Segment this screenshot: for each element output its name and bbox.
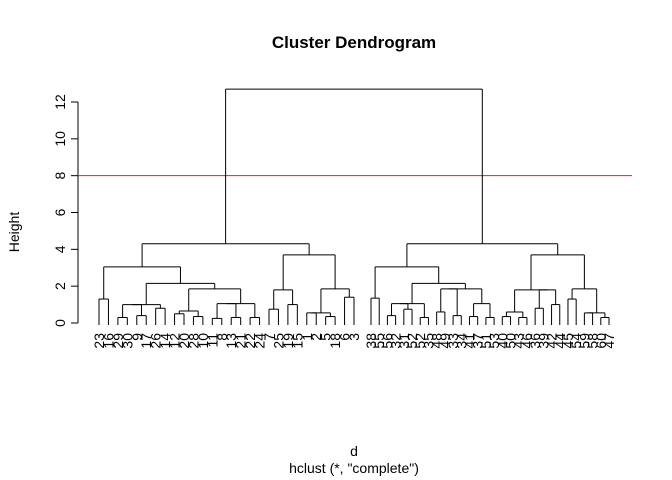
leaf-label: 49 — [437, 333, 453, 349]
leaf-label: 20 — [176, 333, 192, 349]
leaf-label: 39 — [535, 333, 551, 349]
leaf-label: 43 — [511, 333, 527, 349]
leaf-label: 23 — [91, 333, 107, 349]
leaf-label: 8 — [214, 333, 230, 341]
leaf-label: 14 — [157, 333, 173, 349]
leaf-label: 42 — [544, 333, 560, 349]
y-tick-label: 12 — [52, 94, 68, 110]
leaf-label: 13 — [223, 333, 239, 349]
leaf-label: 29 — [110, 333, 126, 349]
leaf-label: 58 — [585, 333, 601, 349]
leaf-label: 9 — [129, 333, 145, 341]
leaf-label: 52 — [412, 333, 428, 349]
leaf-label: 12 — [167, 333, 183, 349]
leaf-label: 3 — [346, 333, 362, 341]
leaf-label: 54 — [568, 333, 584, 349]
leaf-label: 28 — [185, 333, 201, 349]
x-axis-subtitle: hclust (*, "complete") — [289, 460, 419, 476]
leaf-label: 45 — [560, 333, 576, 349]
leaf-label: 31 — [396, 333, 412, 349]
leaf-label: 59 — [576, 333, 592, 349]
leaf-label: 46 — [519, 333, 535, 349]
leaf-label: 1 — [299, 333, 315, 341]
leaf-label: 52 — [404, 333, 420, 349]
leaf-label: 26 — [148, 333, 164, 349]
chart-title: Cluster Dendrogram — [272, 33, 436, 52]
leaf-label: 41 — [461, 333, 477, 349]
leaf-label: 32 — [388, 333, 404, 349]
leaf-labels: 2316293091726141220281011813212224725191… — [91, 333, 617, 349]
y-tick-label: 8 — [52, 172, 68, 180]
leaf-label: 2 — [308, 333, 324, 341]
leaf-label: 18 — [327, 333, 343, 349]
leaf-label: 35 — [420, 333, 436, 349]
leaf-label: 30 — [119, 333, 135, 349]
leaf-label: 60 — [593, 333, 609, 349]
leaf-label: 15 — [289, 333, 305, 349]
leaf-label: 34 — [453, 333, 469, 349]
x-axis-label: d — [350, 443, 358, 459]
leaf-label: 21 — [233, 333, 249, 349]
leaf-label: 48 — [429, 333, 445, 349]
leaf-label: 17 — [138, 333, 154, 349]
leaf-label: 47 — [601, 333, 617, 349]
leaf-label: 24 — [252, 333, 268, 349]
leaf-label: 50 — [503, 333, 519, 349]
leaf-label: 19 — [280, 333, 296, 349]
leaf-label: 6 — [337, 333, 353, 341]
leaf-label: 11 — [204, 333, 220, 348]
leaf-label: 10 — [195, 333, 211, 349]
y-axis-label: Height — [6, 212, 22, 253]
leaf-label: 44 — [552, 333, 568, 349]
leaf-label: 7 — [261, 333, 277, 341]
y-tick-label: 10 — [52, 131, 68, 147]
leaf-label: 33 — [445, 333, 461, 349]
leaf-label: 5 — [318, 333, 334, 341]
y-axis: 0 2 4 6 8 10 12 — [52, 94, 79, 327]
leaf-label: 40 — [494, 333, 510, 349]
leaf-label: 55 — [371, 333, 387, 349]
leaf-label: 25 — [270, 333, 286, 349]
leaf-label: 51 — [478, 333, 494, 349]
dendrogram-tree — [98, 88, 610, 325]
leaf-label: 36 — [527, 333, 543, 349]
y-tick-label: 6 — [52, 208, 68, 216]
leaf-label: 37 — [470, 333, 486, 349]
y-tick-label: 0 — [52, 319, 68, 327]
leaf-label: 22 — [242, 333, 258, 349]
leaf-label: 56 — [379, 333, 395, 349]
y-tick-label: 4 — [52, 245, 68, 253]
leaf-label: 53 — [486, 333, 502, 349]
leaf-label: 16 — [100, 333, 116, 349]
y-tick-label: 2 — [52, 282, 68, 290]
leaf-label: 38 — [363, 333, 379, 349]
